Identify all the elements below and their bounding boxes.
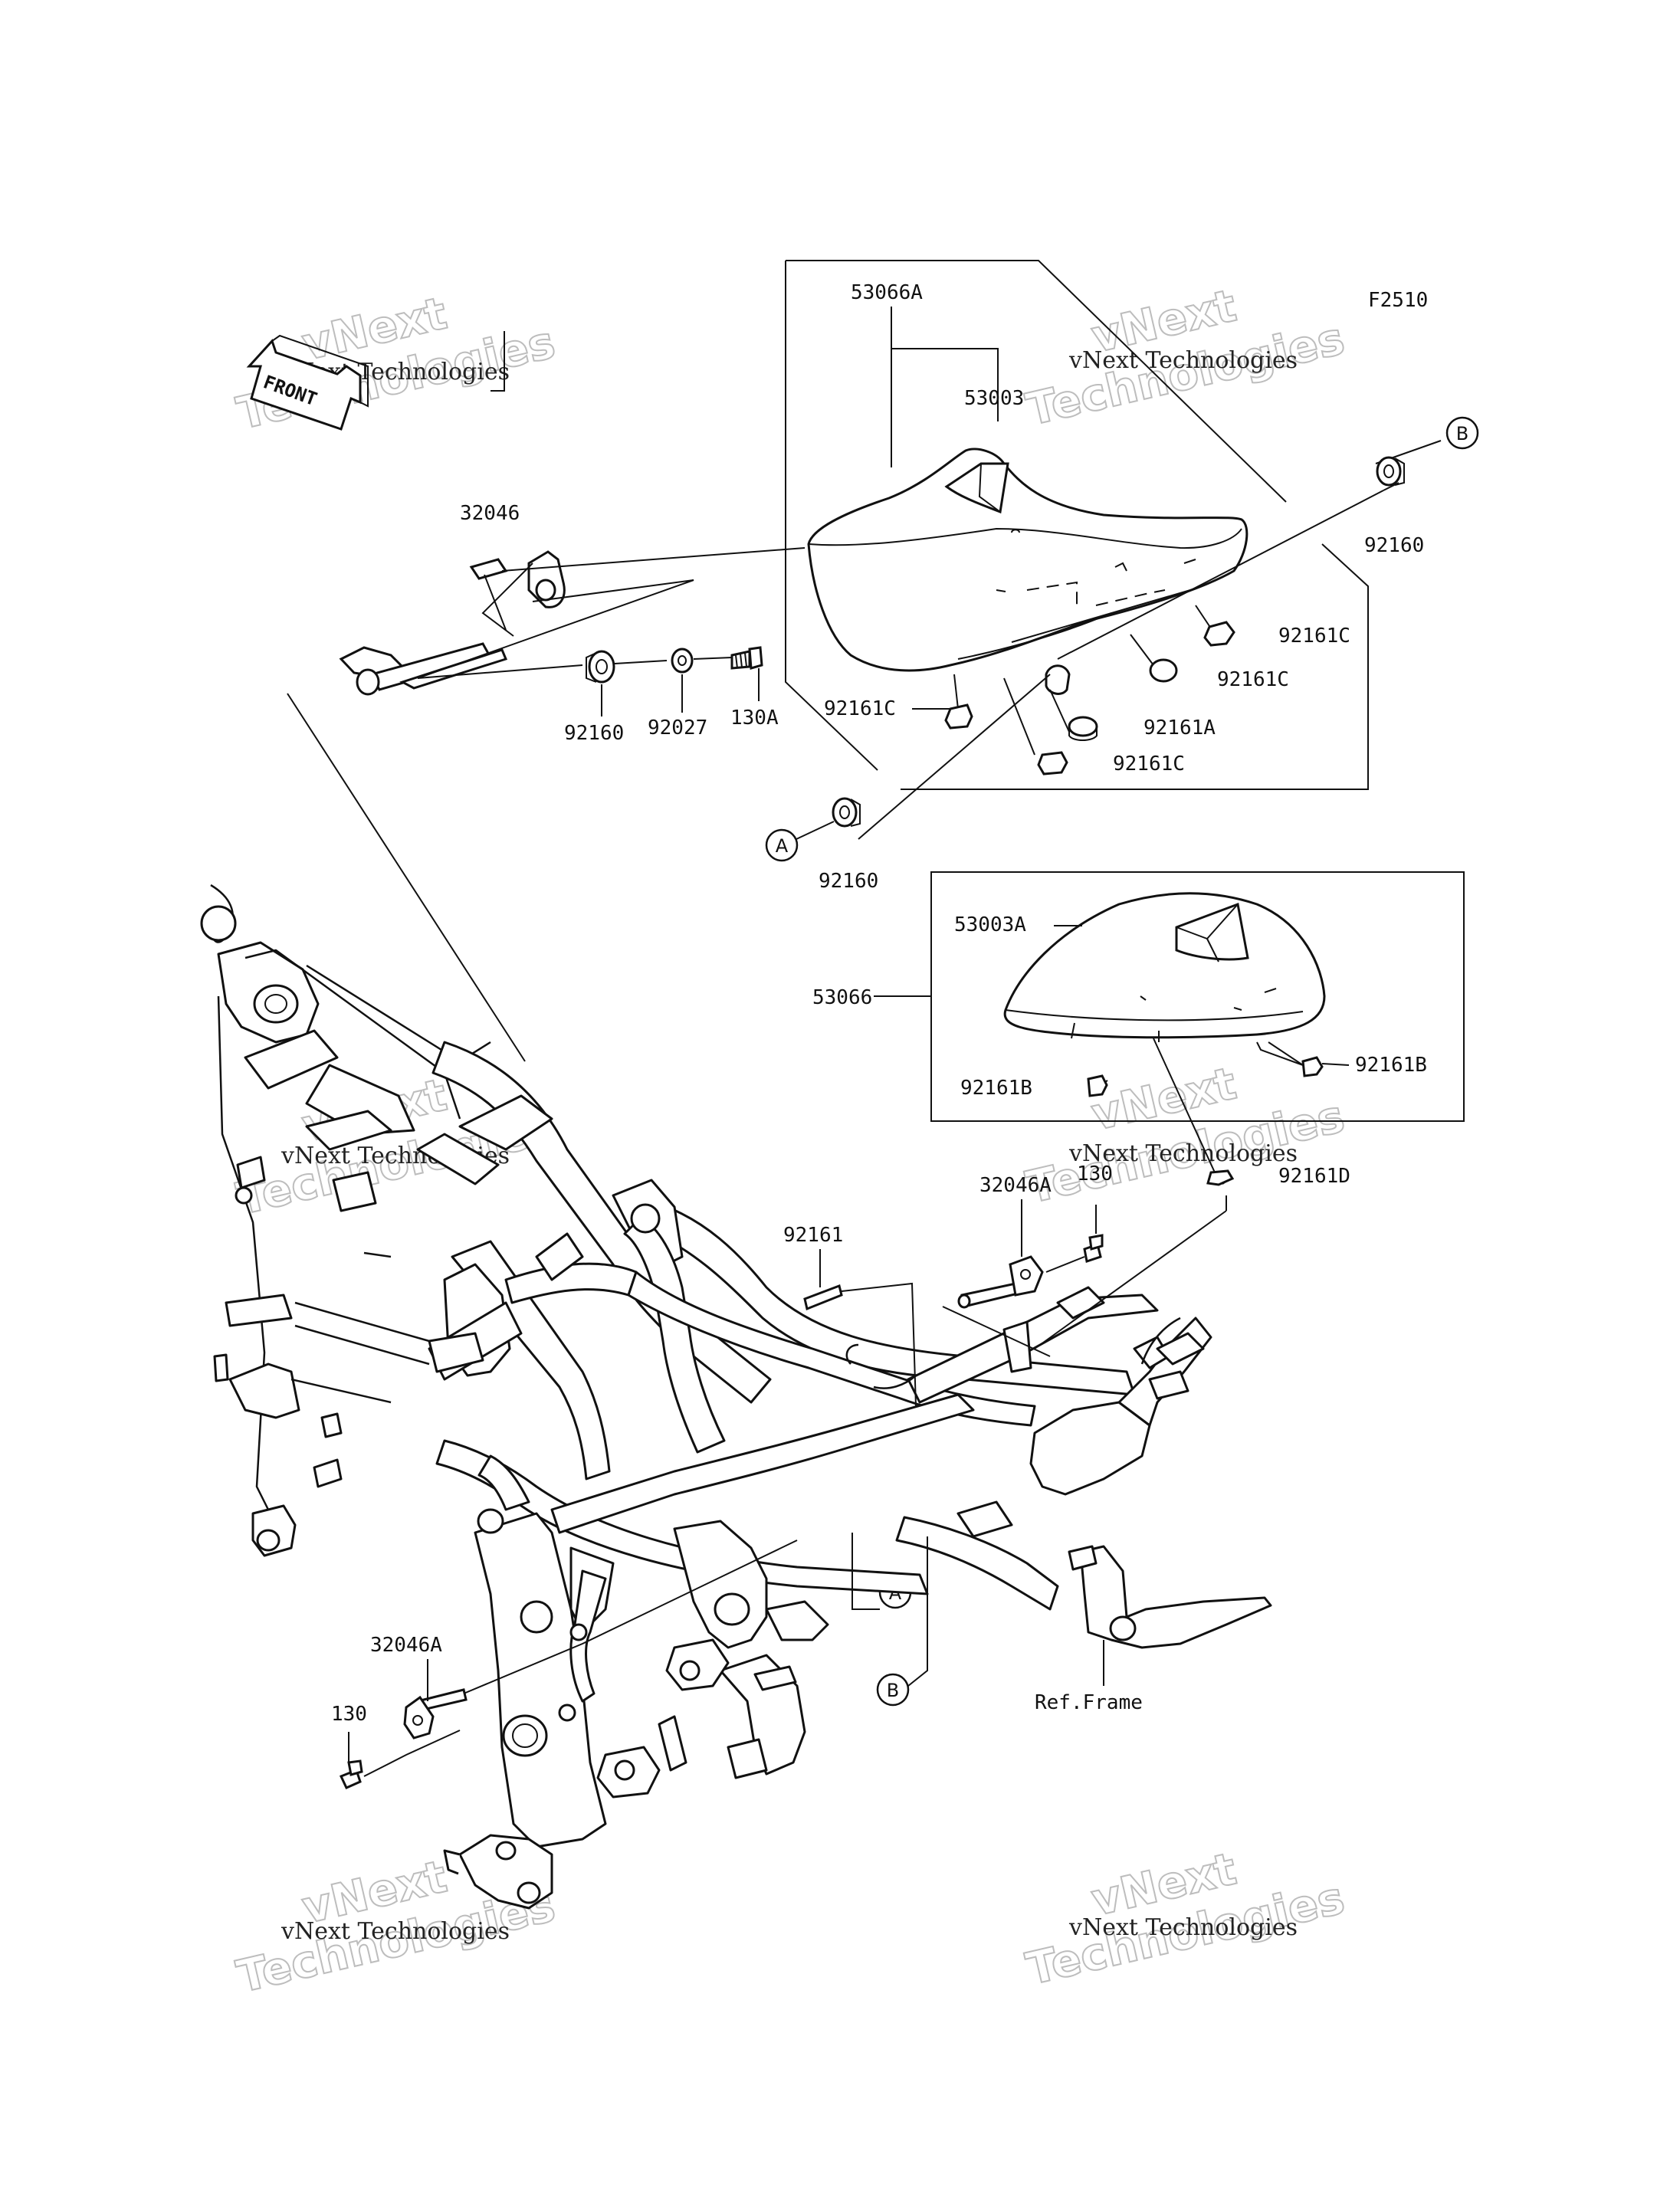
label-92161: 92161 <box>783 1224 843 1247</box>
svg-text:vNext Technologies: vNext Technologies <box>1068 347 1298 374</box>
label-53003A: 53003A <box>954 913 1026 936</box>
clip-92161 <box>803 1249 917 1407</box>
label-92161C-2: 92161C <box>1217 668 1289 691</box>
label-92161D: 92161D <box>1278 1165 1350 1188</box>
diagram-code: F2510 <box>1368 289 1428 312</box>
label-130-top: 130 <box>1077 1162 1113 1185</box>
motorcycle-frame <box>200 884 1272 1910</box>
label-92161A: 92161A <box>1144 716 1216 739</box>
damper-92161C-3 <box>1037 751 1068 776</box>
bolt-130-bottom <box>339 1730 461 1789</box>
damper-92161B-left <box>1087 1074 1108 1097</box>
bracket-32046-leaders <box>287 331 806 1062</box>
svg-text:vNext Technologies: vNext Technologies <box>1068 1914 1298 1941</box>
pillion-seat <box>1003 892 1326 1042</box>
svg-text:A: A <box>776 835 789 857</box>
label-53066A: 53066A <box>851 281 923 304</box>
bracket-32046A-top-leaders <box>942 1195 1227 1357</box>
label-92160-top-right: 92160 <box>1364 534 1424 557</box>
rubber-92160-top-right <box>1376 456 1405 487</box>
damper-92161D <box>1206 1169 1235 1186</box>
label-92160-left: 92160 <box>564 722 624 745</box>
label-53003: 53003 <box>964 387 1024 410</box>
svg-text:B: B <box>1456 423 1468 444</box>
label-92160-bottom: 92160 <box>819 870 878 893</box>
label-92161C-3: 92161C <box>824 697 896 720</box>
callout-b-top: B <box>1445 416 1479 450</box>
label-32046: 32046 <box>460 502 520 525</box>
svg-text:vNext Technologies: vNext Technologies <box>281 1918 510 1945</box>
lower-callout-leaders <box>851 1533 928 1687</box>
front-arrow-icon: FRONT <box>246 334 369 431</box>
label-92027: 92027 <box>648 716 707 739</box>
label-92161B-left: 92161B <box>960 1077 1032 1100</box>
watermark-middle-right: vNext Technologies vNext Technologies <box>1021 1056 1350 1214</box>
bolt-130-top <box>1083 1234 1104 1263</box>
damper-92161C-4 <box>944 703 973 730</box>
damper-92161C-2 <box>1149 658 1178 683</box>
seat-group-outline <box>785 260 1369 790</box>
bolt-130A <box>730 646 763 670</box>
label-92161B-right: 92161B <box>1355 1054 1427 1077</box>
rider-seat <box>807 448 1249 695</box>
svg-text:vNext Technologies: vNext Technologies <box>1068 1140 1298 1167</box>
watermark-top-right: vNext Technologies vNext Technologies <box>1021 278 1350 436</box>
callout-a-top: A <box>765 828 799 862</box>
rubber-92160-left <box>586 650 615 684</box>
label-92161C-4: 92161C <box>1113 753 1185 776</box>
damper-92161B-right <box>1301 1056 1324 1077</box>
callout-b-bottom: B <box>876 1673 910 1707</box>
svg-text:B: B <box>887 1680 899 1701</box>
label-32046A-top: 32046A <box>979 1174 1052 1197</box>
bracket-32046 <box>339 550 566 696</box>
bracket-32046A-top <box>957 1255 1044 1309</box>
label-ref-frame: Ref.Frame <box>1035 1691 1143 1714</box>
label-130A: 130A <box>730 707 779 730</box>
left-fastener-leaders <box>417 657 760 716</box>
part-labels: 53066A 53003 32046 92160 92161C 92161C 9… <box>331 281 1427 1726</box>
bracket-53066A <box>891 307 999 467</box>
damper-92161A <box>1068 716 1098 741</box>
collar-92027 <box>671 648 694 674</box>
label-53066: 53066 <box>812 986 872 1009</box>
bracket-32046A-bottom <box>403 1540 798 1740</box>
label-92161C-1: 92161C <box>1278 625 1350 648</box>
damper-92161C-1 <box>1203 621 1235 647</box>
watermark-bottom-right: vNext Technologies vNext Technologies <box>1021 1841 1350 1995</box>
label-32046A-bottom: 32046A <box>370 1634 442 1657</box>
label-130-bottom: 130 <box>331 1703 367 1726</box>
